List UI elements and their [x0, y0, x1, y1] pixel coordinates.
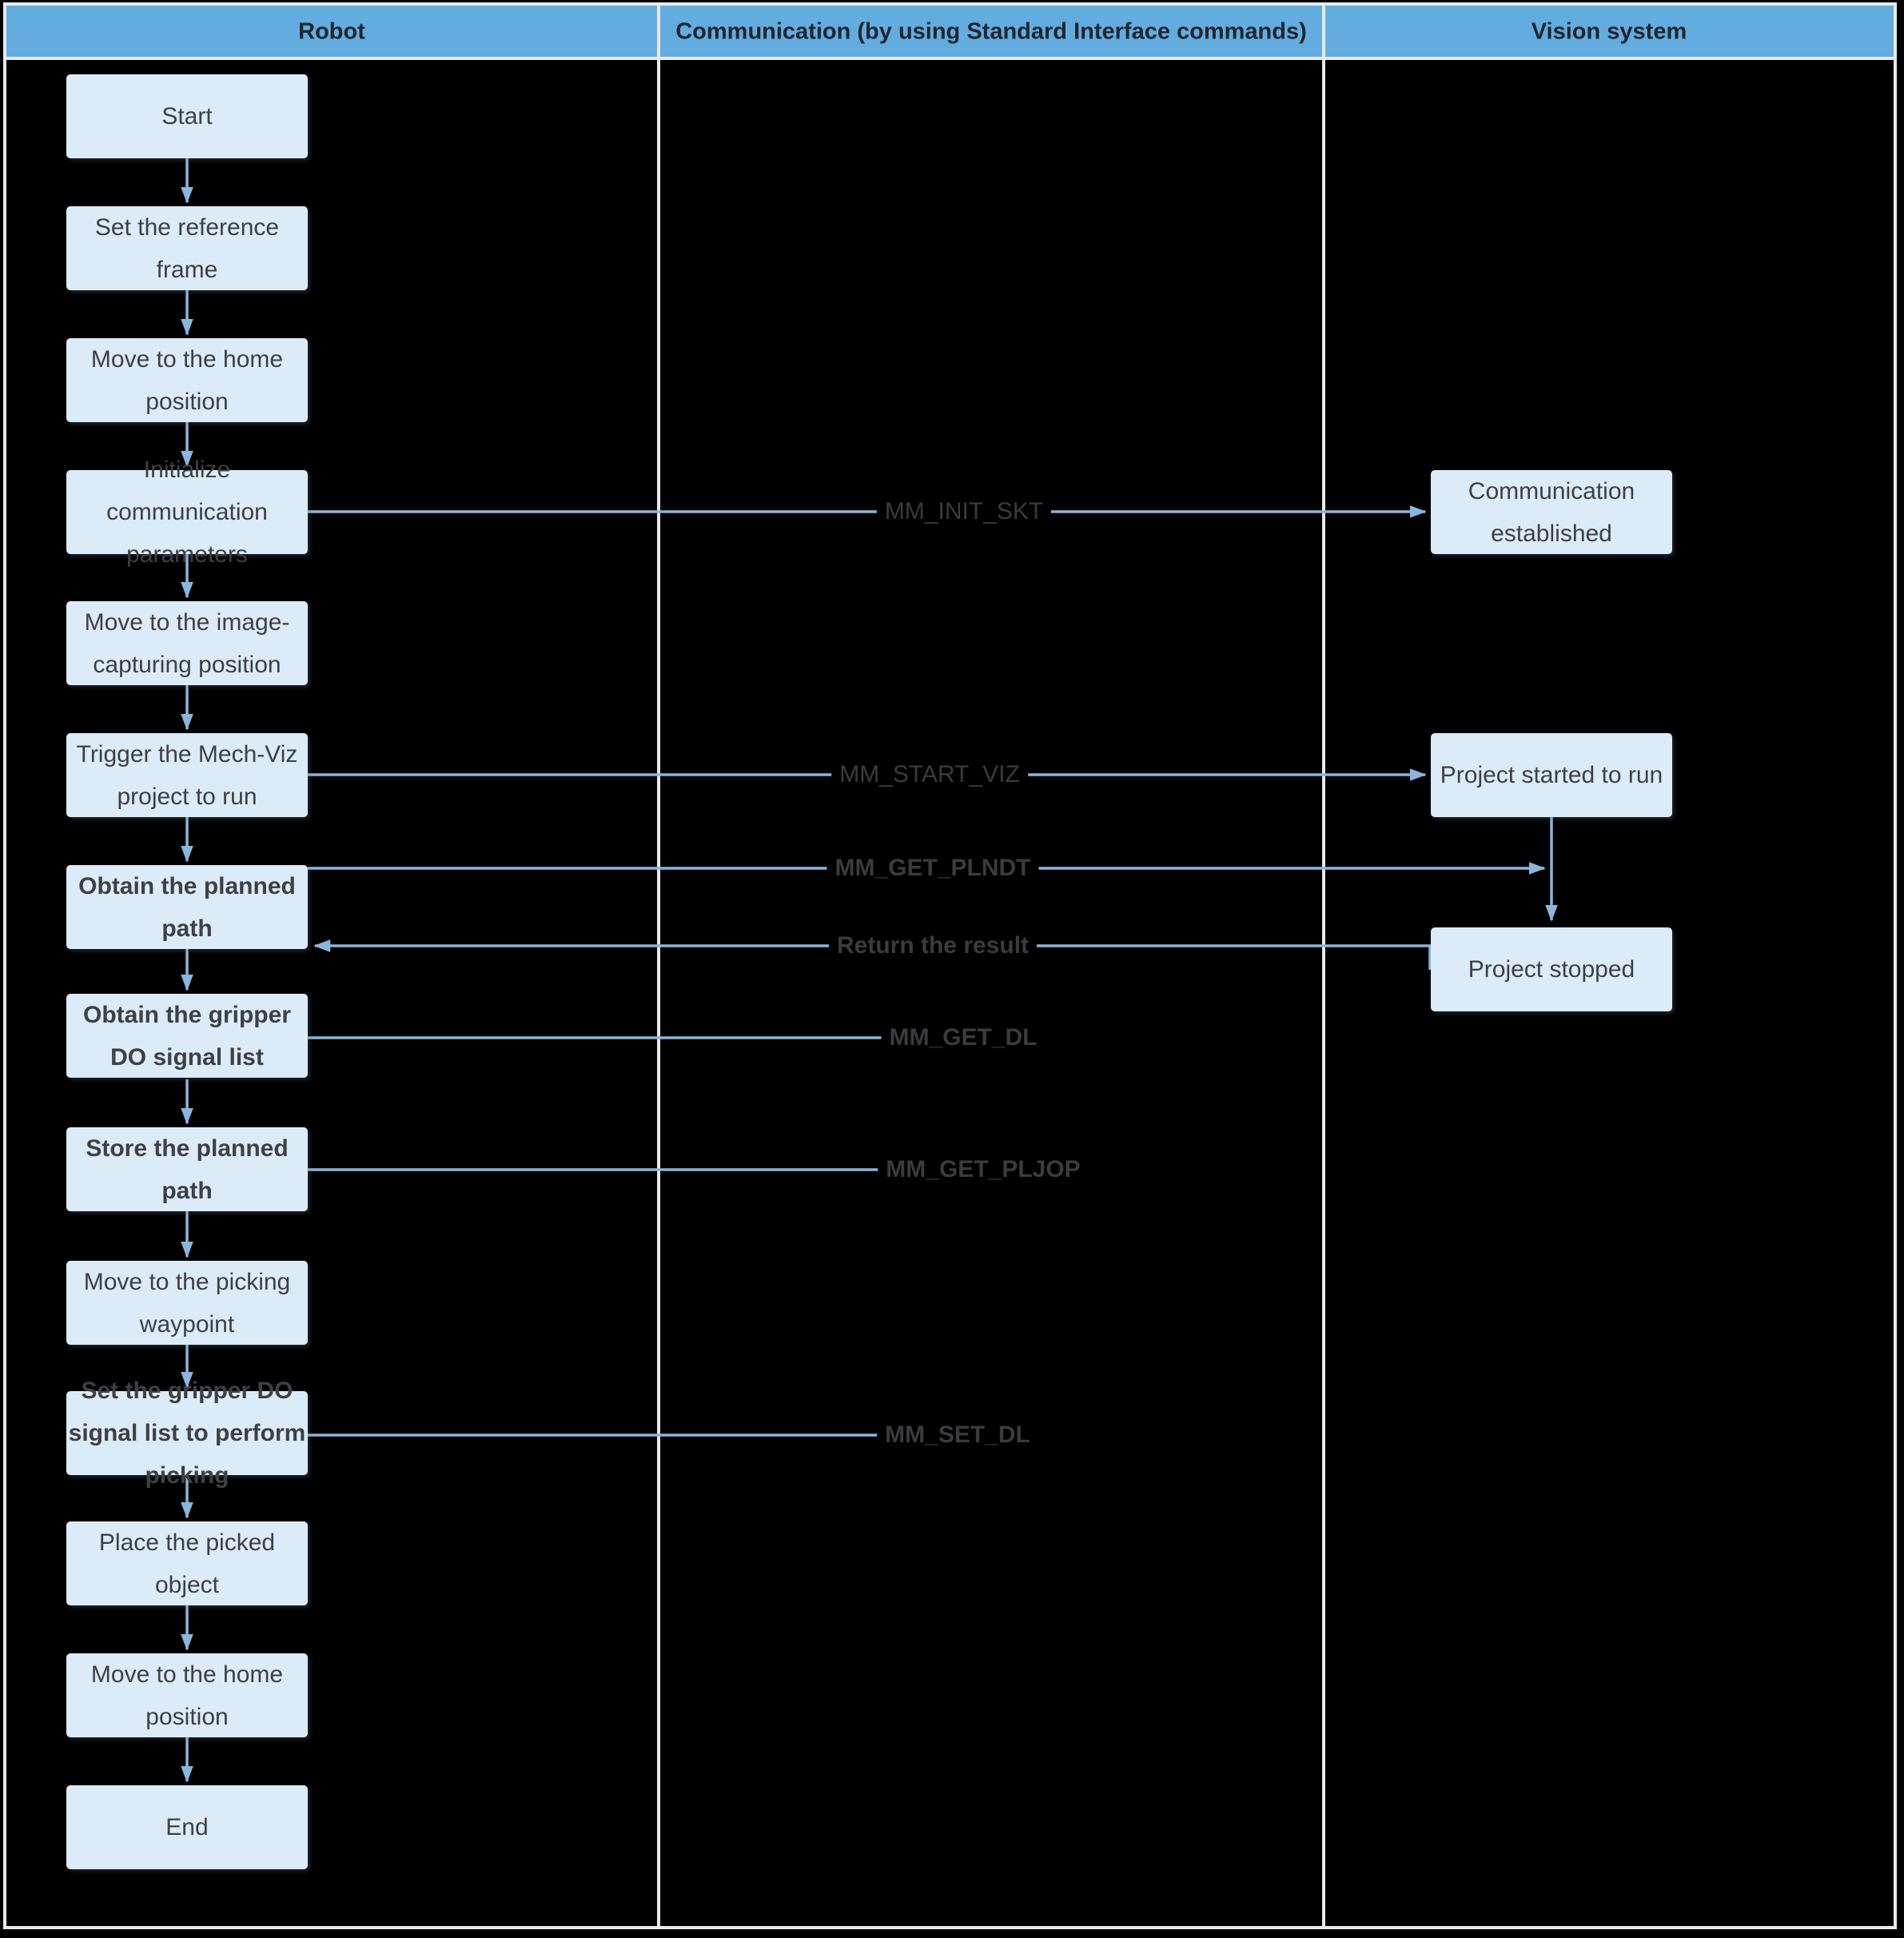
- flow-step-trigger-mechviz: Trigger the Mech-Viz project to run: [66, 733, 308, 817]
- flow-step-set-reference-frame: Set the reference frame: [66, 206, 308, 290]
- flow-step-obtain-gripper-do: Obtain the gripper DO signal list: [66, 994, 308, 1078]
- flow-step-set-gripper-do: Set the gripper DO signal list to perfor…: [66, 1378, 308, 1489]
- comm-label-mm-get-dl: MM_GET_DL: [881, 1023, 1046, 1052]
- flow-step-move-home-position-2: Move to the home position: [66, 1653, 308, 1737]
- column-header-communication: Communication (by using Standard Interfa…: [675, 18, 1307, 45]
- vision-box-project-stopped: Project stopped: [1431, 927, 1672, 1011]
- comm-label-mm-init-skt: MM_INIT_SKT: [876, 497, 1052, 526]
- arrow-return-the-result: [313, 939, 1432, 970]
- flow-step-obtain-planned-path: Obtain the planned path: [66, 865, 308, 949]
- comm-label-mm-get-plndt: MM_GET_PLNDT: [827, 854, 1039, 883]
- flow-step-end: End: [66, 1785, 308, 1869]
- vision-box-project-started: Project started to run: [1431, 733, 1672, 817]
- comm-label-mm-set-dl: MM_SET_DL: [877, 1421, 1038, 1450]
- table-header-background: [6, 6, 1894, 57]
- comm-label-return-result: Return the result: [828, 931, 1038, 960]
- flow-step-move-image-capturing: Move to the image- capturing position: [66, 601, 308, 685]
- column-header-vision-system: Vision system: [1531, 18, 1687, 45]
- table-outer-border: [3, 2, 1897, 1929]
- column-header-robot: Robot: [298, 18, 365, 45]
- comm-label-mm-start-viz: MM_START_VIZ: [831, 760, 1028, 789]
- flow-step-start: Start: [66, 74, 308, 158]
- flow-step-place-picked-object: Place the picked object: [66, 1521, 308, 1605]
- header-separator-line: [3, 57, 1897, 60]
- column-divider-1: [657, 2, 660, 1929]
- flow-step-init-comm-parameters: Initialize communication parameters: [66, 457, 308, 568]
- flow-step-move-home-position-1: Move to the home position: [66, 338, 308, 422]
- column-divider-2: [1322, 2, 1325, 1929]
- flow-step-move-picking-waypoint: Move to the picking waypoint: [66, 1261, 308, 1345]
- comm-label-mm-get-pljop: MM_GET_PLJOP: [878, 1155, 1089, 1184]
- flow-step-store-planned-path: Store the planned path: [66, 1127, 308, 1211]
- vision-box-communication-established: Communication established: [1431, 470, 1672, 554]
